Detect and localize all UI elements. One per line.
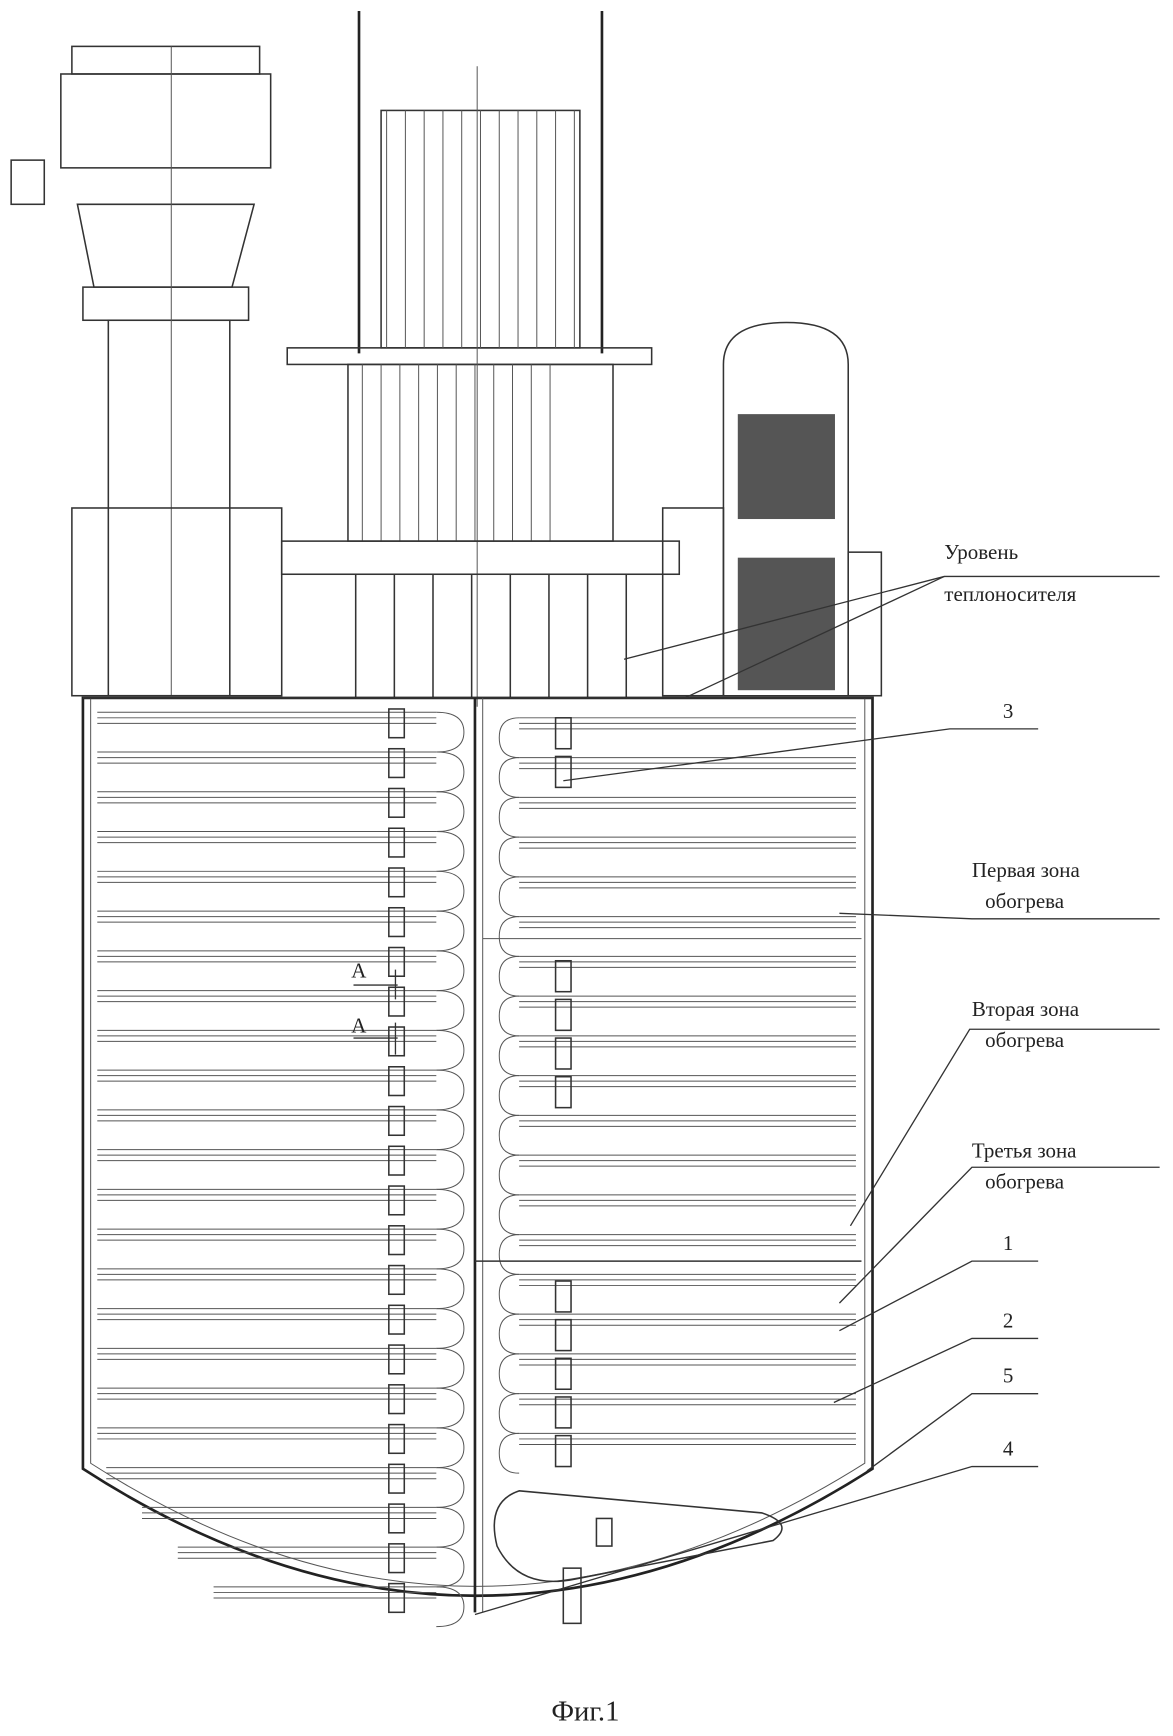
label-section-a-top: А — [351, 958, 366, 982]
tube-bend — [436, 911, 464, 951]
tube-bend — [499, 956, 519, 996]
tube-bend — [436, 1030, 464, 1070]
tube-bend — [499, 1155, 519, 1195]
tube-bend — [436, 1110, 464, 1150]
tube-bend — [499, 1076, 519, 1116]
tube-bend — [436, 832, 464, 872]
tube-clamp — [556, 999, 571, 1030]
tube-bend — [499, 837, 519, 877]
label-zone-3: Третья зона — [972, 1138, 1077, 1162]
label-zone-2-2: обогрева — [985, 1028, 1065, 1052]
tube-bend — [499, 718, 519, 758]
tube-clamp — [556, 718, 571, 749]
tube-clamp — [556, 756, 571, 787]
tube-bend — [499, 758, 519, 798]
tube-bend — [436, 1348, 464, 1388]
tube-bend — [499, 797, 519, 837]
label-ref-4: 4 — [1003, 1437, 1014, 1461]
heat-exchanger-unit — [723, 322, 848, 695]
tube-bend — [499, 1314, 519, 1354]
tube-bend — [436, 991, 464, 1031]
label-zone-1: Первая зона — [972, 858, 1081, 882]
label-ref-3: 3 — [1003, 699, 1013, 723]
tube-bend — [436, 1547, 464, 1587]
tube-clamp — [596, 1518, 611, 1546]
control-rod-drive-block — [287, 11, 651, 707]
tube-bend — [436, 792, 464, 832]
tube-bend — [499, 1235, 519, 1275]
tube-clamp — [556, 961, 571, 992]
figure-caption: Фиг.1 — [551, 1696, 619, 1728]
pump-unit — [11, 46, 271, 695]
reactor-vessel — [83, 698, 873, 1627]
tube-bend — [499, 1354, 519, 1394]
tube-bend — [499, 877, 519, 917]
tube-clamp — [556, 1436, 571, 1467]
tube-bend — [499, 917, 519, 957]
label-coolant-level-2: теплоносителя — [944, 582, 1076, 606]
tube-bend — [499, 996, 519, 1036]
tube-bend — [436, 1428, 464, 1468]
tube-bend — [499, 1433, 519, 1473]
label-ref-5: 5 — [1003, 1364, 1013, 1388]
tube-bend — [436, 871, 464, 911]
tube-clamp — [563, 1568, 581, 1623]
tube-bend — [436, 1189, 464, 1229]
label-ref-2: 2 — [1003, 1308, 1013, 1332]
tube-bend — [436, 1229, 464, 1269]
tube-clamp — [556, 1397, 571, 1428]
label-zone-1-2: обогрева — [985, 889, 1065, 913]
tube-clamp — [556, 1320, 571, 1351]
tube-bend — [436, 1309, 464, 1349]
tube-bend — [436, 712, 464, 752]
label-ref-1: 1 — [1003, 1231, 1013, 1255]
tube-bend — [436, 1388, 464, 1428]
tube-bend — [436, 1587, 464, 1627]
tube-bend — [499, 1394, 519, 1434]
tube-bend — [436, 1468, 464, 1508]
tube-bend — [499, 1274, 519, 1314]
tube-bend — [436, 1269, 464, 1309]
tube-clamp — [556, 1358, 571, 1389]
label-section-a-bottom: А — [351, 1014, 366, 1038]
tube-bend — [436, 1150, 464, 1190]
tube-clamp — [556, 1038, 571, 1069]
tube-bend — [436, 752, 464, 792]
label-coolant-level: Уровень — [944, 540, 1018, 564]
tube-bend — [499, 1036, 519, 1076]
tube-bend — [436, 1070, 464, 1110]
tube-bend — [436, 1507, 464, 1547]
tube-bend — [499, 1115, 519, 1155]
tube-bend — [499, 1195, 519, 1235]
label-zone-3-2: обогрева — [985, 1169, 1065, 1193]
label-zone-2: Вторая зона — [972, 997, 1080, 1021]
tube-bend — [436, 951, 464, 991]
